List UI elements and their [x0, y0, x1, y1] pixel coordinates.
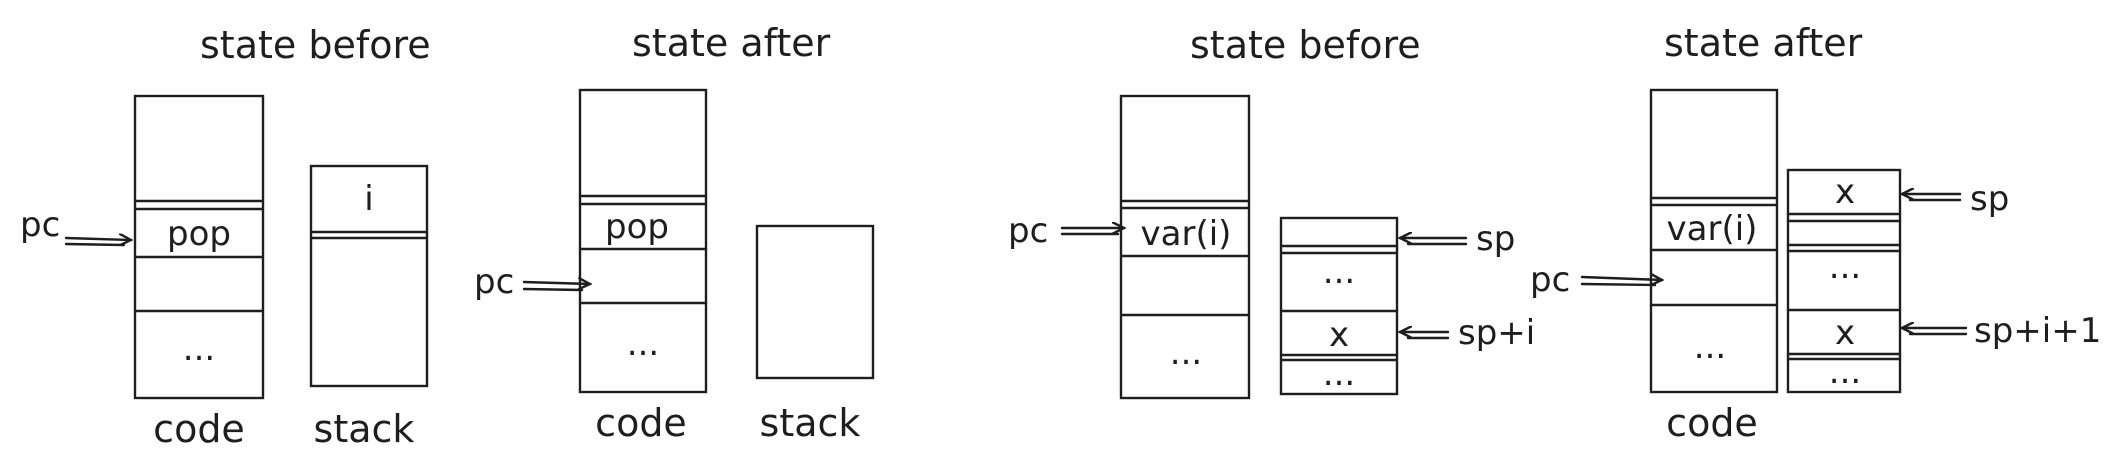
code-cell-ellipsis: ...: [1170, 333, 1202, 373]
stack-column: [755, 224, 875, 380]
code-box: [1119, 94, 1251, 400]
stack-cell-i: i: [364, 179, 373, 219]
stack-box: [1279, 216, 1399, 396]
sp-i-1-label: sp+i+1: [1974, 311, 2101, 351]
sp-i-label: sp+i: [1458, 313, 1535, 353]
code-cell-var: var(i): [1667, 209, 1758, 249]
pc-label: pc: [474, 262, 514, 302]
pc-label: pc: [20, 205, 60, 245]
panel-title: state before: [1190, 23, 1421, 67]
stack-box: [309, 164, 429, 388]
pc-arrow: [1580, 277, 1662, 280]
stack-cell-ellipsis: ...: [1829, 352, 1861, 392]
panel-pop-before: state before pop ... code pc i stack: [20, 23, 431, 451]
panel-title: state after: [632, 21, 831, 65]
code-box: [133, 94, 265, 400]
code-cell-ellipsis: ...: [183, 329, 215, 369]
sp-label: sp: [1970, 179, 2009, 219]
stack-label: stack: [314, 407, 415, 451]
panel-var-after: state after var(i) ... code pc x ... x: [1530, 21, 2101, 445]
stack-cell-ellipsis: ...: [1323, 354, 1355, 394]
panel-title: state after: [1664, 21, 1863, 65]
stack-cell-x: x: [1835, 313, 1855, 353]
stack-column: ... x ...: [1279, 216, 1399, 396]
code-column: pop ...: [578, 88, 708, 394]
sp-label: sp: [1476, 219, 1515, 259]
code-cell-pop: pop: [167, 214, 231, 254]
stack-box: [1786, 168, 1902, 394]
code-cell-ellipsis: ...: [627, 324, 659, 364]
code-cell-var: var(i): [1141, 214, 1232, 254]
code-column: pop ...: [133, 94, 265, 400]
panel-pop-after: state after pop ... code pc stack: [474, 21, 875, 445]
code-column: var(i) ...: [1649, 88, 1779, 394]
pc-label: pc: [1008, 211, 1048, 251]
code-box: [578, 88, 708, 394]
stack-column: x ... x ...: [1786, 168, 1902, 394]
pc-arrow: [522, 282, 590, 284]
stack-cell-x: x: [1329, 315, 1349, 355]
code-label: code: [1666, 401, 1758, 445]
code-cell-pop: pop: [605, 207, 669, 247]
pc-arrow: [64, 238, 131, 240]
code-label: code: [153, 407, 245, 451]
panel-var-before: state before var(i) ... pc ... x ... sp: [1008, 23, 1535, 400]
panel-title: state before: [200, 23, 431, 67]
stack-cell-ellipsis: ...: [1323, 252, 1355, 292]
pc-label: pc: [1530, 260, 1570, 300]
stack-cell-x-top: x: [1835, 172, 1855, 212]
code-label: code: [595, 401, 687, 445]
stack-box-empty: [755, 224, 875, 380]
code-column: var(i) ...: [1119, 94, 1251, 400]
stack-column: i: [309, 164, 429, 388]
code-cell-ellipsis: ...: [1694, 327, 1726, 367]
stack-cell-ellipsis: ...: [1829, 247, 1861, 287]
code-box: [1649, 88, 1779, 394]
stack-label: stack: [760, 401, 861, 445]
